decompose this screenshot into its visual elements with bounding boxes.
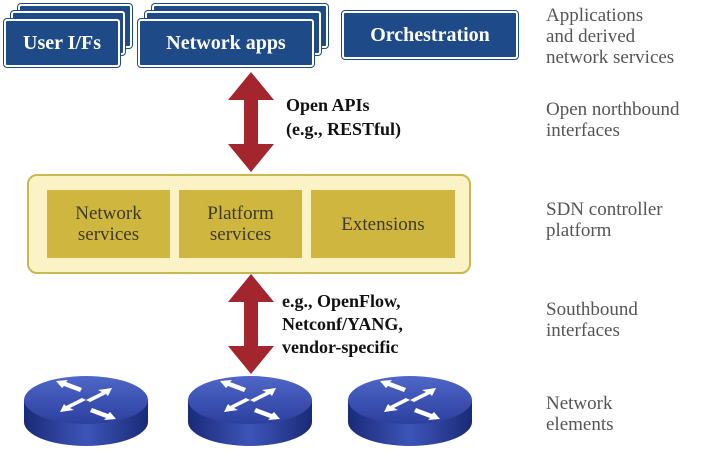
- platform-services-line2: services: [209, 224, 272, 245]
- orchestration-card: [342, 11, 518, 59]
- layer-applications-line2: and derived: [546, 26, 636, 47]
- layer-northbound-line1: Open northbound: [546, 99, 680, 120]
- southbound-label-line2: Netconf/YANG,: [282, 314, 403, 334]
- northbound-label-line2: (e.g., RESTful): [286, 119, 402, 139]
- southbound-label-line1: e.g., OpenFlow,: [282, 291, 401, 311]
- extensions-box: Extensions: [311, 190, 455, 258]
- layer-controller-line2: platform: [546, 220, 612, 241]
- southbound-label-line3: vendor-specific: [282, 337, 399, 357]
- router-2: [188, 376, 312, 446]
- layer-northbound-line2: interfaces: [546, 120, 620, 141]
- router-3: [348, 376, 472, 446]
- user-ifs-card-front: [4, 19, 120, 67]
- extensions-label: Extensions: [341, 213, 425, 235]
- sdn-controller-platform: Network services Platform services Exten…: [27, 174, 471, 274]
- platform-services-line1: Platform: [207, 203, 274, 224]
- northbound-double-arrow: [228, 72, 274, 172]
- network-apps-stack: Network apps: [0, 0, 340, 70]
- layer-elements-line1: Network: [546, 393, 613, 414]
- router-1: [24, 376, 148, 446]
- user-ifs-stack: User I/Fs: [0, 0, 140, 70]
- layer-applications-line3: network services: [546, 47, 675, 68]
- network-services-box: Network services: [47, 190, 170, 258]
- orchestration-label: Orchestration: [370, 23, 490, 46]
- layer-controller-line1: SDN controller: [546, 199, 663, 220]
- northbound-label-line1: Open APIs: [286, 95, 370, 115]
- platform-services-box: Platform services: [179, 190, 302, 258]
- network-services-line1: Network: [75, 203, 142, 224]
- network-apps-card-front: [138, 19, 314, 67]
- network-apps-label: Network apps: [166, 31, 286, 54]
- layer-southbound-line2: interfaces: [546, 320, 620, 341]
- network-services-line2: services: [77, 224, 140, 245]
- user-ifs-label: User I/Fs: [23, 31, 101, 54]
- layer-applications-line1: Applications: [546, 5, 644, 26]
- southbound-double-arrow: [228, 274, 274, 374]
- layer-elements-line2: elements: [546, 414, 614, 435]
- layer-southbound-line1: Southbound: [546, 299, 638, 320]
